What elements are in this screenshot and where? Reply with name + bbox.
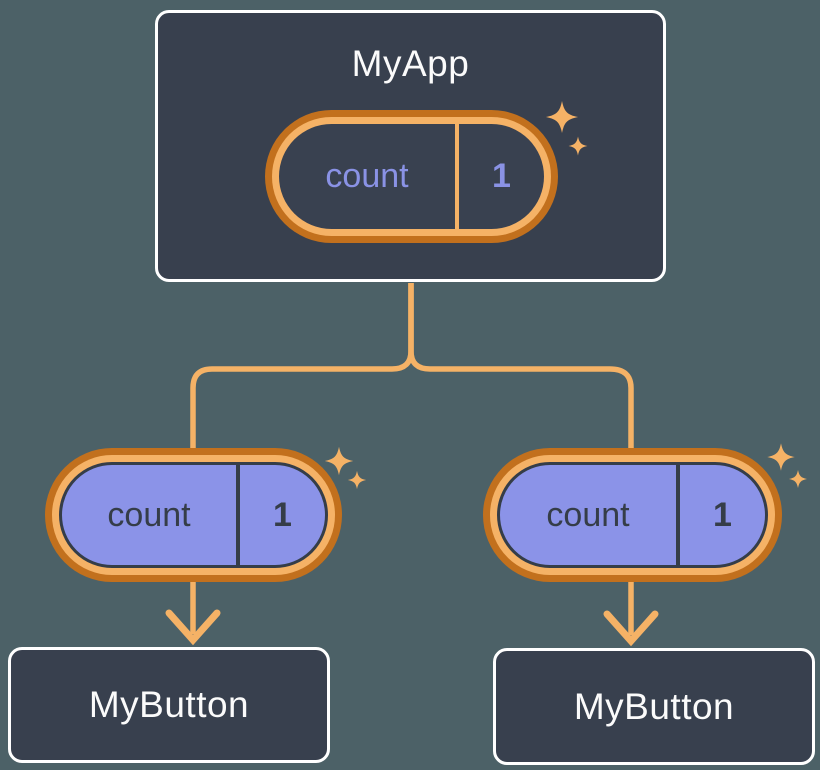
state-name: count	[325, 157, 409, 195]
node-myapp: MyApp count 1	[155, 10, 666, 282]
sparkle-icon	[545, 100, 588, 156]
state-name: count	[107, 495, 191, 534]
pill-divider	[455, 124, 459, 229]
node-mybutton-left: MyButton	[8, 647, 330, 763]
node-title: MyApp	[351, 43, 470, 84]
state-value: 1	[273, 495, 292, 534]
state-pill-mybutton-right: count 1	[483, 448, 782, 582]
state-pill-mybutton-left: count 1	[45, 448, 342, 582]
pill-divider	[676, 465, 680, 565]
sparkle-icon	[767, 443, 807, 488]
state-name: count	[546, 495, 630, 534]
node-title: MyButton	[573, 685, 735, 727]
node-mybutton-right: MyButton	[493, 648, 815, 765]
state-pill-myapp: count 1	[265, 110, 558, 243]
state-value: 1	[713, 495, 732, 534]
arrowhead-right-icon	[603, 610, 659, 647]
pill-divider	[236, 465, 240, 565]
state-value: 1	[492, 157, 511, 195]
sparkle-icon	[324, 446, 367, 490]
node-title: MyButton	[88, 684, 250, 725]
arrowhead-left-icon	[165, 609, 221, 646]
